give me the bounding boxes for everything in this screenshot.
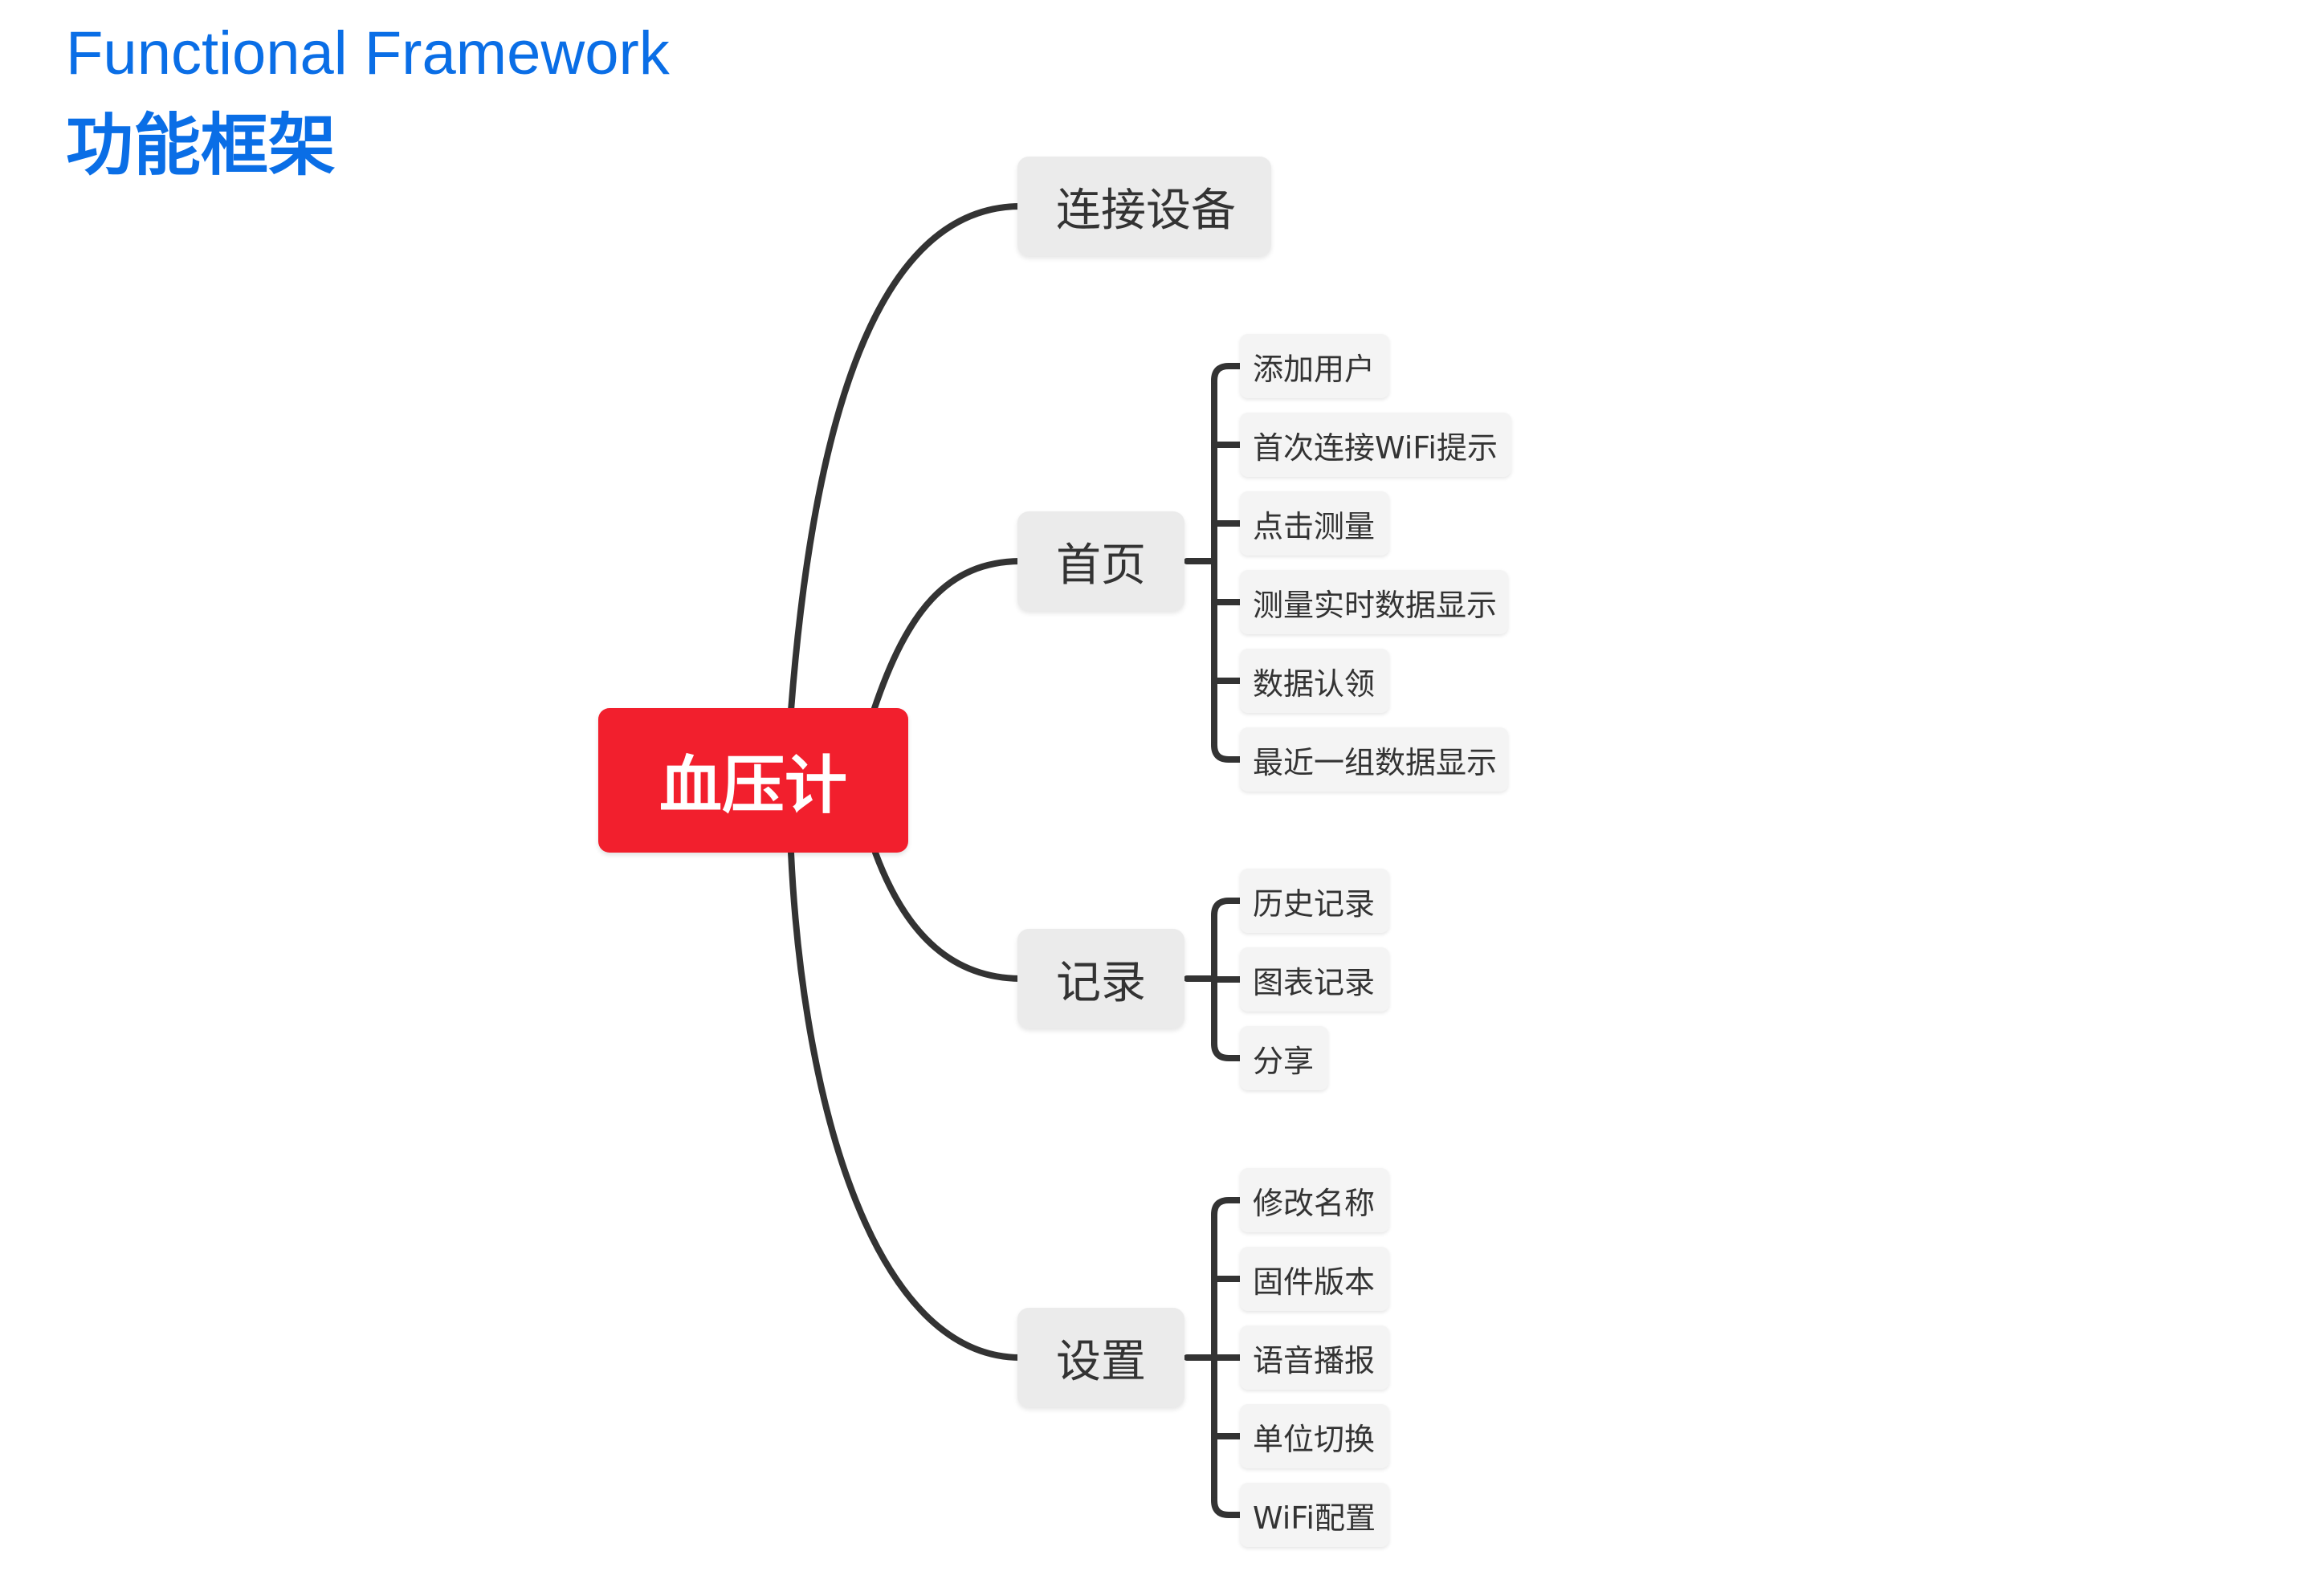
leaf-node-realtime-data[interactable]: 测量实时数据显示 <box>1240 570 1508 634</box>
leaf-node-first-wifi-hint[interactable]: 首次连接WiFi提示 <box>1240 413 1511 477</box>
leaf-node-latest-data[interactable]: 最近一组数据显示 <box>1240 727 1508 792</box>
leaf-node-share[interactable]: 分享 <box>1240 1026 1328 1090</box>
connector-home-leaf-0 <box>1211 363 1248 384</box>
leaf-node-label: 单位切换 <box>1253 1421 1376 1457</box>
connector-settings-leaf-0 <box>1211 1197 1248 1218</box>
branch-node-label: 连接设备 <box>1056 184 1236 237</box>
leaf-node-label: 图表记录 <box>1253 964 1376 1000</box>
leaf-node-label: 添加用户 <box>1253 351 1376 387</box>
leaf-node-label: 修改名称 <box>1253 1185 1376 1221</box>
branch-node-records[interactable]: 记录 <box>1017 929 1184 1028</box>
header-title: Functional Framework <box>66 19 670 88</box>
leaf-node-label: 固件版本 <box>1253 1264 1376 1300</box>
connector-root-to-settings <box>788 849 1023 1361</box>
leaf-node-label: 分享 <box>1253 1043 1315 1079</box>
leaf-node-label: 最近一组数据显示 <box>1253 744 1498 780</box>
connector-root-to-home <box>870 558 1023 714</box>
leaf-node-data-claim[interactable]: 数据认领 <box>1240 649 1389 713</box>
leaf-node-label: 测量实时数据显示 <box>1253 587 1498 623</box>
leaf-node-wifi-config[interactable]: WiFi配置 <box>1240 1483 1389 1547</box>
connector-records-leaf-2 <box>1211 1040 1248 1061</box>
connector-records-leaf-0 <box>1211 898 1248 918</box>
header-subtitle: 功能框架 <box>66 106 336 185</box>
leaf-node-label: 语音播报 <box>1253 1342 1376 1378</box>
branch-node-label: 记录 <box>1056 956 1146 1009</box>
leaf-node-label: 点击测量 <box>1253 508 1376 544</box>
root-node-label: 血压计 <box>658 750 847 822</box>
leaf-node-label: WiFi配置 <box>1253 1500 1376 1536</box>
leaf-node-unit-switch[interactable]: 单位切换 <box>1240 1404 1389 1468</box>
branch-node-settings[interactable]: 设置 <box>1017 1308 1184 1407</box>
branch-node-label: 设置 <box>1056 1335 1146 1388</box>
leaf-node-label: 历史记录 <box>1253 886 1376 922</box>
leaf-node-add-user[interactable]: 添加用户 <box>1240 334 1389 398</box>
root-node-blood-pressure-monitor[interactable]: 血压计 <box>598 708 908 853</box>
leaf-node-chart-records[interactable]: 图表记录 <box>1240 947 1389 1012</box>
leaf-node-label: 首次连接WiFi提示 <box>1253 430 1498 466</box>
connector-settings-leaf-4 <box>1211 1497 1248 1518</box>
leaf-node-rename[interactable]: 修改名称 <box>1240 1168 1389 1232</box>
connector-home-leaf-5 <box>1211 742 1248 763</box>
branch-node-connect-device[interactable]: 连接设备 <box>1017 157 1271 256</box>
leaf-node-label: 数据认领 <box>1253 666 1376 702</box>
connector-root-to-connect-device <box>788 203 1023 714</box>
branch-node-home[interactable]: 首页 <box>1017 511 1184 611</box>
leaf-node-voice-broadcast[interactable]: 语音播报 <box>1240 1325 1389 1390</box>
leaf-node-tap-measure[interactable]: 点击测量 <box>1240 491 1389 556</box>
leaf-node-history[interactable]: 历史记录 <box>1240 869 1389 933</box>
leaf-node-firmware-version[interactable]: 固件版本 <box>1240 1247 1389 1311</box>
connector-root-to-records <box>872 849 1023 982</box>
branch-node-label: 首页 <box>1056 539 1146 592</box>
